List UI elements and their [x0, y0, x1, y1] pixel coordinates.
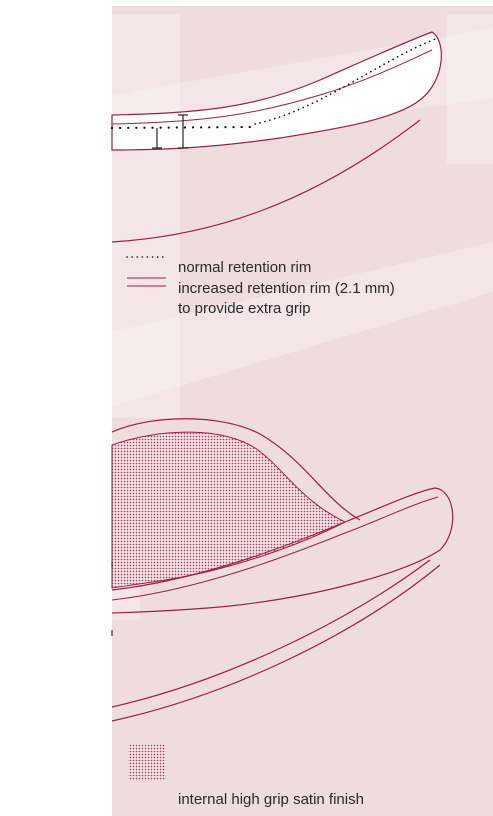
rim-band-fill: [111, 31, 442, 151]
legend-satin-finish: internal high grip satin finish: [178, 791, 364, 808]
shell-lower-curve: [111, 559, 431, 708]
retention-rim-section: [110, 31, 442, 243]
legend-increased-rim-line2: to provide extra grip: [178, 300, 311, 317]
double-line-icon: [127, 277, 166, 287]
dimension-marker: [152, 114, 188, 149]
rim-inner-edge: [111, 496, 439, 601]
shell-lower-curve-2: [111, 564, 441, 722]
legend-normal-rim: normal retention rim: [178, 259, 312, 276]
legend-increased-rim: increased retention rim (2.1 mm): [178, 280, 395, 297]
lower-curve: [111, 119, 421, 243]
rim-top-edge: [111, 487, 454, 614]
shell-outer-outline: [111, 418, 361, 521]
rim-inner-line: [111, 49, 433, 125]
dot-grid-swatch-icon: [128, 744, 166, 781]
normal-rim-dotted-curve: [254, 37, 439, 125]
satin-finish-section: [111, 418, 454, 722]
